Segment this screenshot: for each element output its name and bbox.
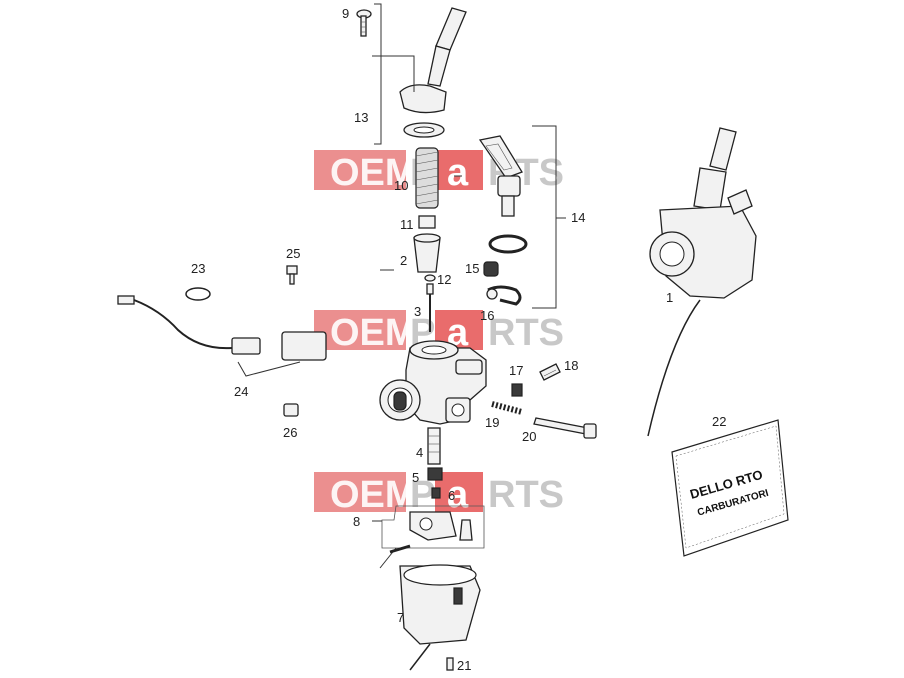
- bracket-14: [532, 125, 557, 309]
- part-clip-26: [283, 403, 299, 417]
- callout-3: 3: [414, 304, 421, 319]
- part-screw-18: [539, 363, 561, 381]
- callout-12: 12: [437, 272, 451, 287]
- callout-24: 24: [234, 384, 248, 399]
- watermark-a: a: [447, 474, 469, 516]
- watermark-rts: RTS: [488, 312, 564, 354]
- callout-17: 17: [509, 363, 523, 378]
- part-clip-11: [418, 215, 436, 229]
- part-screw-20: [533, 417, 597, 439]
- part-starter-14: [478, 135, 528, 254]
- watermark-band-3: OEM P a RTS: [314, 472, 564, 516]
- watermark-rts: RTS: [488, 474, 564, 516]
- part-spring-19: [491, 401, 523, 415]
- part-throttle-cap-13: [399, 7, 467, 138]
- callout-5: 5: [412, 470, 419, 485]
- watermark-oem: OEM: [330, 474, 417, 516]
- callout-16: 16: [480, 308, 494, 323]
- callout-9: 9: [342, 6, 349, 21]
- part-clamp-23: [185, 287, 211, 301]
- callout-1: 1: [666, 290, 673, 305]
- callout-10: 10: [394, 178, 408, 193]
- part-spring-10: [415, 147, 439, 209]
- callout-18: 18: [564, 358, 578, 373]
- part-jet-5: [427, 467, 443, 481]
- part-manual-22: DELLO RTO CARBURATORI: [671, 419, 789, 557]
- bracket-13: [374, 3, 382, 145]
- callout-19: 19: [485, 415, 499, 430]
- callout-25: 25: [286, 246, 300, 261]
- watermark-oem: OEM: [330, 312, 417, 354]
- callout-6: 6: [448, 488, 455, 503]
- part-needle-3: [426, 283, 434, 332]
- callout-22: 22: [712, 414, 726, 429]
- box-8: [381, 505, 485, 549]
- callout-11: 11: [400, 217, 414, 232]
- part-harness-24: [117, 295, 327, 361]
- callout-labels: 9 13 10 11 2 12 3 14 15 16 1 23 25 24 26…: [191, 6, 726, 673]
- leader-24: [237, 361, 301, 377]
- part-clip-16: [486, 285, 522, 306]
- callout-26: 26: [283, 425, 297, 440]
- callout-4: 4: [416, 445, 423, 460]
- watermark-oem: OEM: [330, 152, 417, 194]
- part-screw-25: [286, 265, 298, 285]
- callout-8: 8: [353, 514, 360, 529]
- part-float-8: [389, 511, 473, 554]
- part-carburetor-body: [379, 340, 487, 425]
- watermark-band-1: OEM P a RTS: [314, 150, 564, 194]
- part-slide-2: [413, 233, 441, 273]
- watermark-a: a: [447, 152, 469, 194]
- part-jet-17: [511, 383, 523, 397]
- callout-14: 14: [571, 210, 585, 225]
- part-jet-6: [431, 487, 441, 499]
- callout-2: 2: [400, 253, 407, 268]
- callout-23: 23: [191, 261, 205, 276]
- callout-7: 7: [397, 610, 404, 625]
- callout-15: 15: [465, 261, 479, 276]
- part-float-bowl-7: [399, 564, 481, 671]
- part-screw-9: [356, 9, 372, 37]
- watermark-band-2: OEM P a RTS: [314, 310, 564, 354]
- callout-21: 21: [457, 658, 471, 673]
- part-carburetor-1: [647, 127, 757, 437]
- watermark-a: a: [447, 312, 469, 354]
- part-needle-clip-12: [424, 274, 436, 282]
- part-jet-4: [427, 427, 441, 465]
- part-screw-15: [483, 261, 499, 277]
- part-screw-21: [446, 657, 454, 671]
- callout-13: 13: [354, 110, 368, 125]
- leader-9: [372, 55, 415, 92]
- callout-20: 20: [522, 429, 536, 444]
- watermark-p: P: [410, 474, 435, 516]
